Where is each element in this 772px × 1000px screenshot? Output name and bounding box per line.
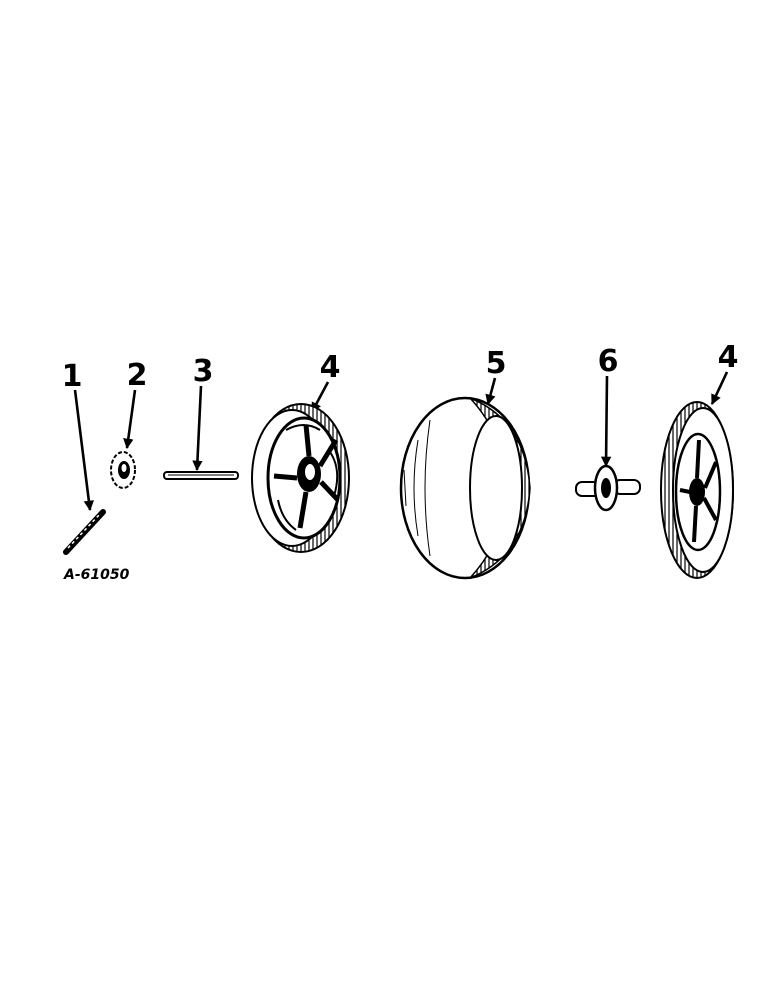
callout-4-right: 4 — [718, 340, 739, 375]
leader-line-1 — [73, 389, 94, 512]
callout-5: 5 — [486, 346, 507, 381]
callout-4-left: 4 — [320, 350, 341, 385]
part-5-tire — [399, 396, 531, 580]
callout-3: 3 — [193, 354, 214, 389]
part-3-axle-rod — [163, 471, 239, 480]
part-2-hub-nut — [110, 451, 136, 489]
part-6-bearing-spacer — [575, 464, 641, 512]
part-4-wheel-left — [251, 403, 350, 553]
leader-line-2 — [123, 389, 137, 450]
callout-2: 2 — [127, 358, 148, 393]
leader-line-6 — [600, 375, 612, 468]
leader-line-3 — [192, 385, 203, 472]
leader-line-5 — [485, 377, 497, 406]
callout-6: 6 — [598, 344, 619, 379]
leader-line-4-right — [710, 371, 729, 405]
part-4-wheel-right — [660, 401, 734, 579]
figure-id-label: A-61050 — [63, 567, 130, 583]
callout-1: 1 — [62, 359, 83, 394]
part-1-valve-stem — [63, 509, 106, 555]
